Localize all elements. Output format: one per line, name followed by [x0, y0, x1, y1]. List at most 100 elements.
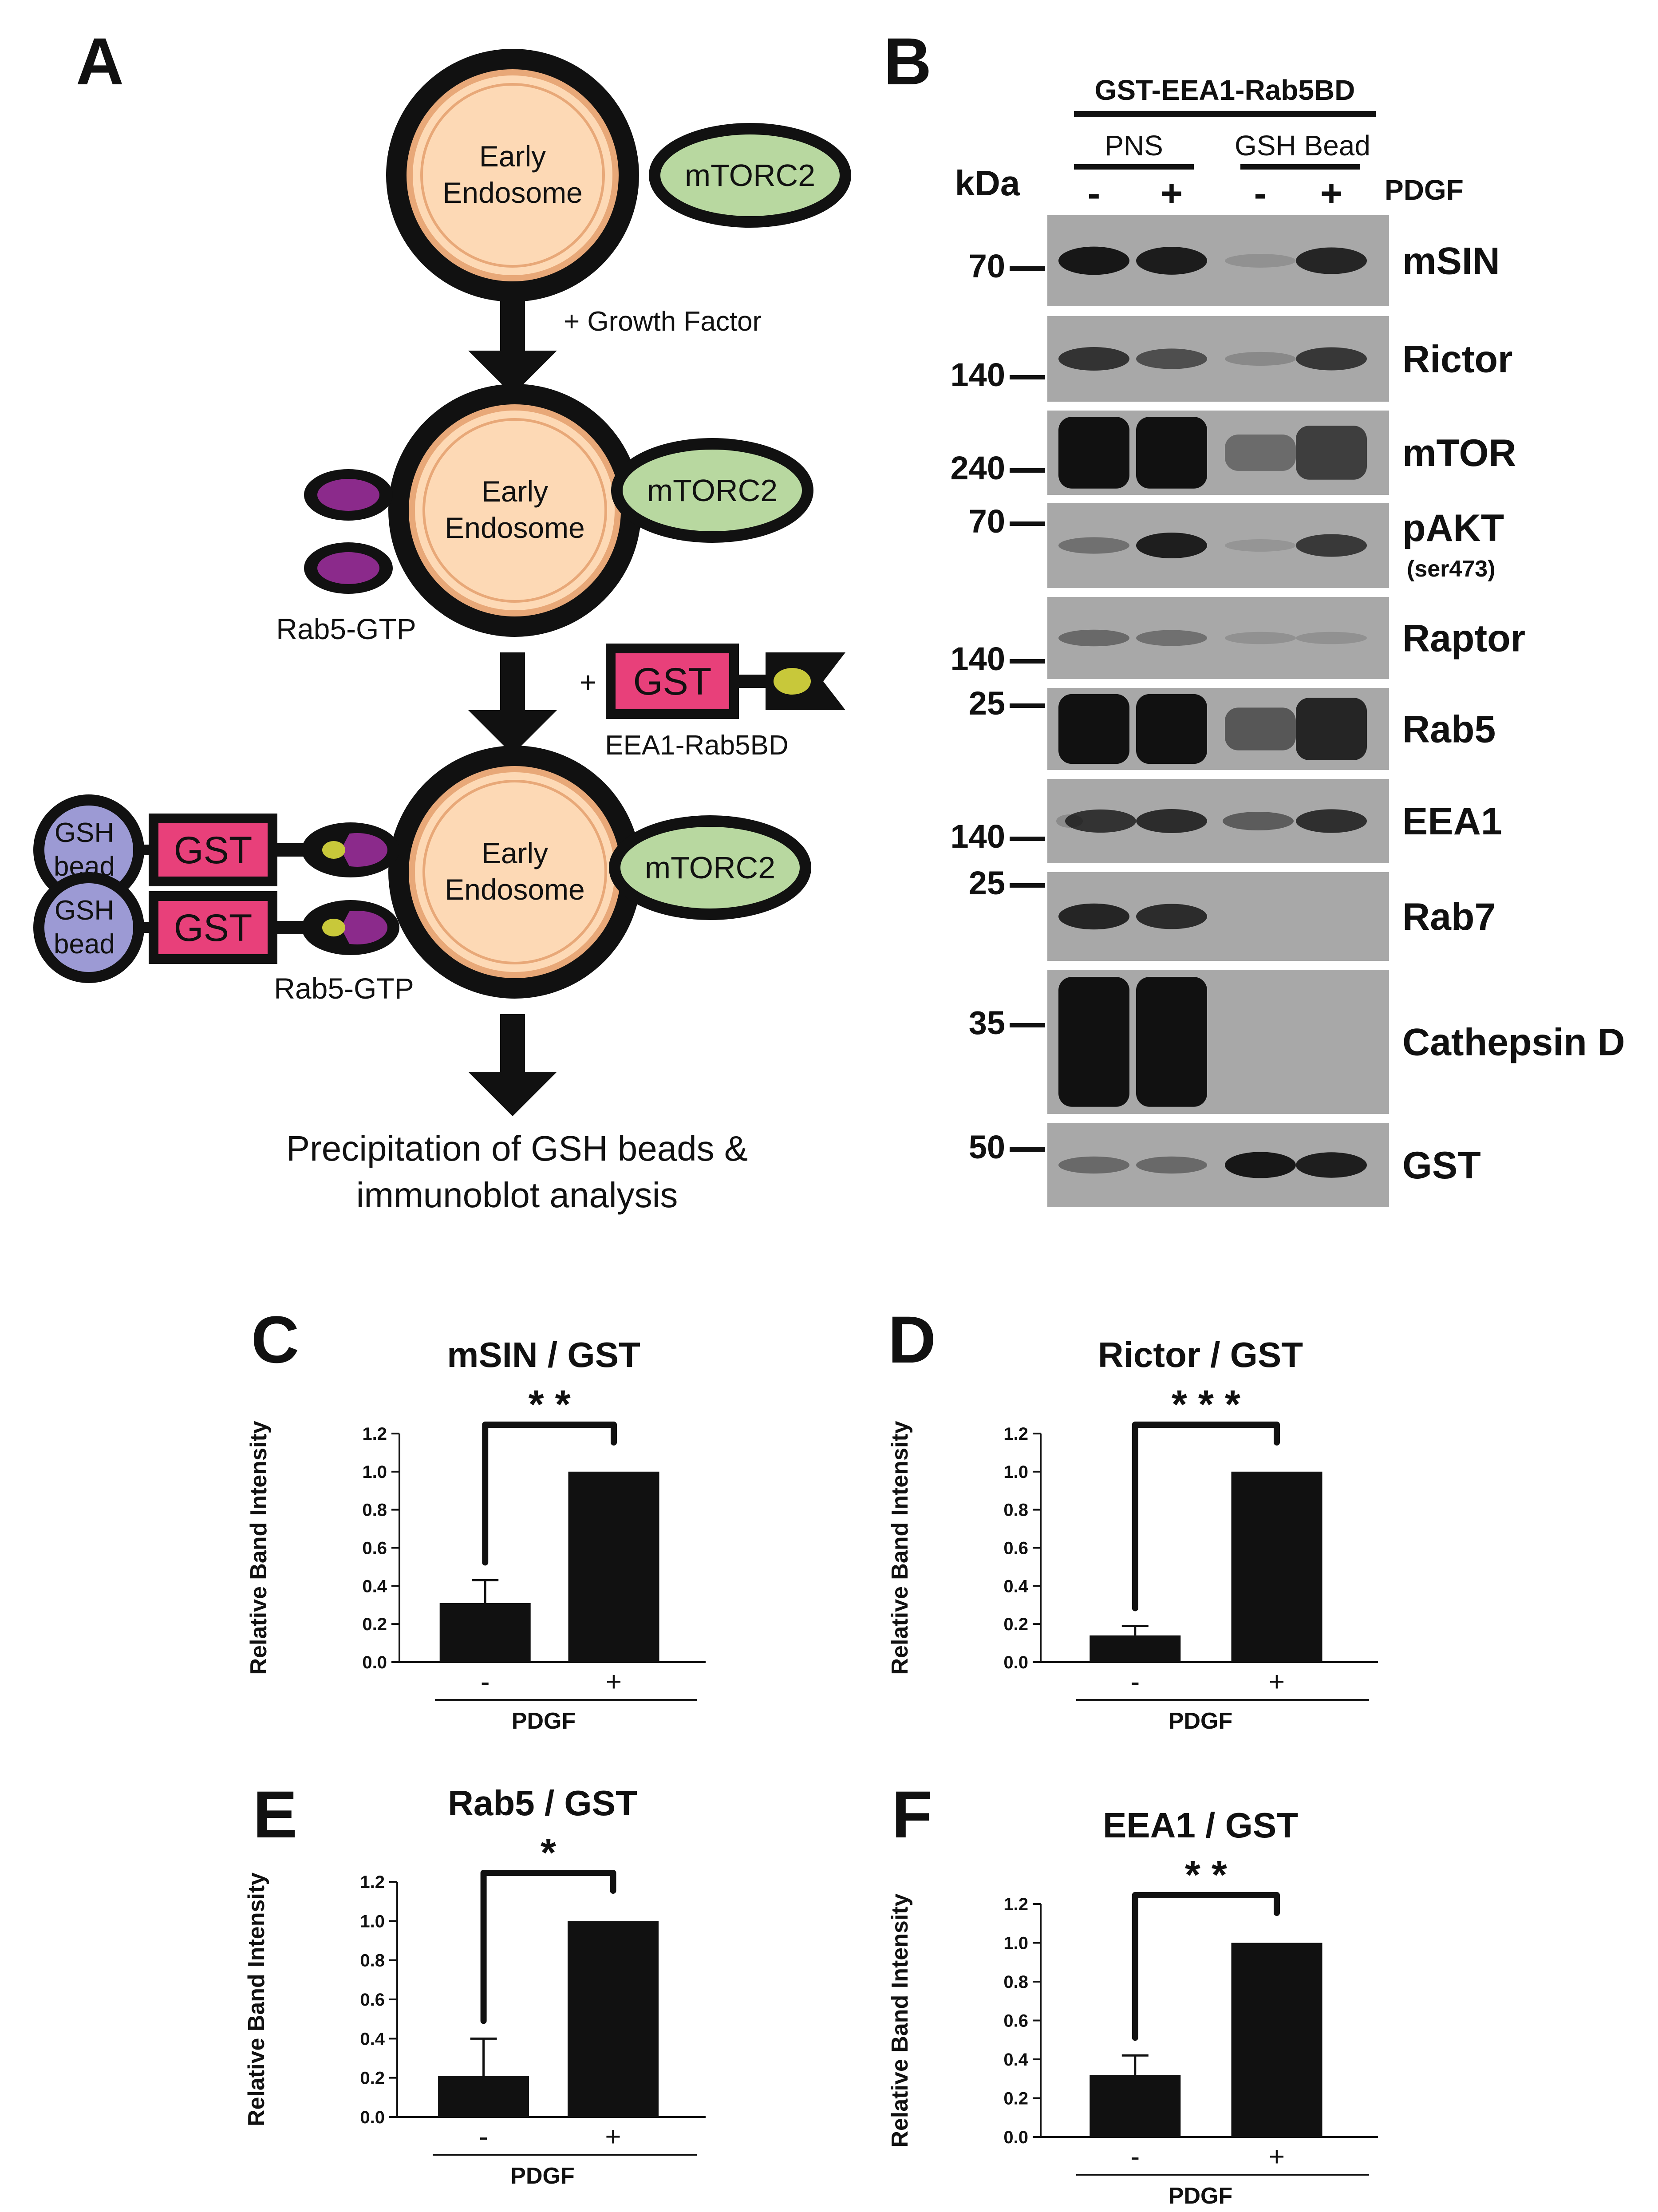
y-tick-label: 0.0 [360, 2108, 385, 2127]
blot-band [1296, 426, 1367, 480]
blot-band [1058, 977, 1129, 1107]
panel-label-B: B [884, 24, 932, 99]
eea1-fill [774, 668, 811, 695]
y-tick-label: 0.8 [360, 1951, 385, 1971]
protein-label: EEA1 [1402, 800, 1502, 843]
protein-label: Rab7 [1402, 896, 1496, 938]
blot-band [1296, 1152, 1367, 1178]
gst-tag: GST [149, 814, 277, 886]
endosome-inner-ring [422, 418, 607, 603]
blot-row-gst: GST 50 [969, 1123, 1481, 1207]
arrow-head [468, 351, 557, 395]
y-tick-label: 1.0 [360, 1912, 385, 1931]
y-tick-label: 0.8 [1003, 1501, 1028, 1520]
blot-row-rab7: Rab7 25 [969, 865, 1496, 961]
blot-band [1058, 1156, 1129, 1174]
blot-strip [1047, 597, 1389, 679]
y-tick-label: 0.0 [1003, 1653, 1028, 1672]
construct-label: GST-EEA1-Rab5BD [1095, 74, 1355, 106]
kda-marker: 140 [951, 818, 1005, 855]
kda-tick [1010, 521, 1045, 526]
blot-row-eea1: EEA1 140 [951, 779, 1502, 863]
category-label: + [1269, 1667, 1285, 1697]
group-label-gsh-bead: GSH Bead [1235, 130, 1370, 162]
category-label: - [1130, 1667, 1140, 1697]
kda-marker: 25 [969, 685, 1005, 722]
kda-tick [1010, 659, 1045, 664]
protein-label: Rab5 [1402, 708, 1496, 751]
bar [1090, 2075, 1181, 2137]
y-tick-label: 0.4 [362, 1576, 387, 1596]
panel-label-A: A [76, 24, 124, 99]
y-axis-label: Relative Band Intensity [887, 1893, 913, 2147]
chart-title: Rictor / GST [1098, 1335, 1303, 1375]
kda-marker: 140 [951, 640, 1005, 677]
blot-band [1136, 247, 1207, 275]
y-tick-label: 1.2 [360, 1872, 385, 1892]
endosome-label-line: Endosome [445, 873, 585, 906]
y-tick-label: 0.4 [360, 2029, 385, 2049]
kda-marker: 50 [969, 1129, 1005, 1165]
rab5-gtp-label: Rab5-GTP [274, 972, 414, 1005]
kda-tick [1010, 1147, 1045, 1152]
y-tick-label: 0.4 [1003, 2050, 1028, 2070]
y-tick-label: 0.0 [1003, 2128, 1028, 2147]
gsh-bracket [1240, 164, 1360, 170]
blot-band [1136, 809, 1207, 833]
protein-label: GST [1402, 1144, 1481, 1187]
rab5-gtp-protein [304, 542, 393, 594]
y-tick-label: 0.6 [360, 1990, 385, 2010]
group-label-pns: PNS [1105, 130, 1163, 162]
mtorc2-complex: mTORC2 [649, 123, 851, 228]
blot-band [1058, 629, 1129, 647]
protein-label: Rictor [1402, 338, 1512, 381]
construct-bracket [1074, 111, 1376, 117]
category-label: - [1130, 2141, 1140, 2172]
bar [1231, 1471, 1322, 1662]
precipitation-label-line: Precipitation of GSH beads & [286, 1129, 748, 1168]
significance-bracket [482, 1422, 617, 1566]
endosome-lumen [407, 69, 619, 281]
kda-label: kDa [955, 163, 1020, 203]
category-label: + [606, 1667, 622, 1697]
kda-tick [1010, 703, 1045, 708]
significance-bracket [1132, 1422, 1280, 1612]
endosome-label-line: Endosome [445, 511, 585, 544]
blot-band [1136, 694, 1207, 764]
significance-bracket [480, 1870, 616, 2024]
blot-band [1225, 434, 1296, 471]
y-tick-label: 0.8 [362, 1501, 387, 1520]
mtorc2-label: mTORC2 [645, 850, 775, 885]
chart-title: mSIN / GST [447, 1335, 640, 1375]
kda-marker: 25 [969, 865, 1005, 901]
significance-stars: * [541, 1831, 556, 1875]
endosome-lumen [409, 404, 621, 616]
protein-label: pAKT [1402, 507, 1504, 549]
blot-band [1058, 347, 1129, 371]
category-label: + [605, 2121, 621, 2152]
kda-marker: 70 [969, 248, 1005, 284]
blot-band [1223, 812, 1294, 830]
y-tick-label: 0.4 [1003, 1576, 1028, 1596]
significance-stars: * * * [1172, 1382, 1240, 1427]
y-tick-label: 1.2 [1003, 1895, 1028, 1914]
down-arrow [468, 652, 557, 754]
blot-band [1225, 707, 1296, 750]
growth-factor-label: + Growth Factor [564, 306, 762, 337]
bead-label-line: bead [54, 929, 115, 960]
y-tick-label: 1.0 [1003, 1462, 1028, 1482]
mtorc2-ellipse [609, 815, 811, 920]
arrow-shaft [500, 1014, 525, 1076]
y-tick-label: 0.0 [362, 1653, 387, 1672]
panel-label-F: F [892, 1777, 932, 1852]
kda-marker: 70 [969, 503, 1005, 540]
mtorc2-label: mTORC2 [685, 158, 815, 193]
